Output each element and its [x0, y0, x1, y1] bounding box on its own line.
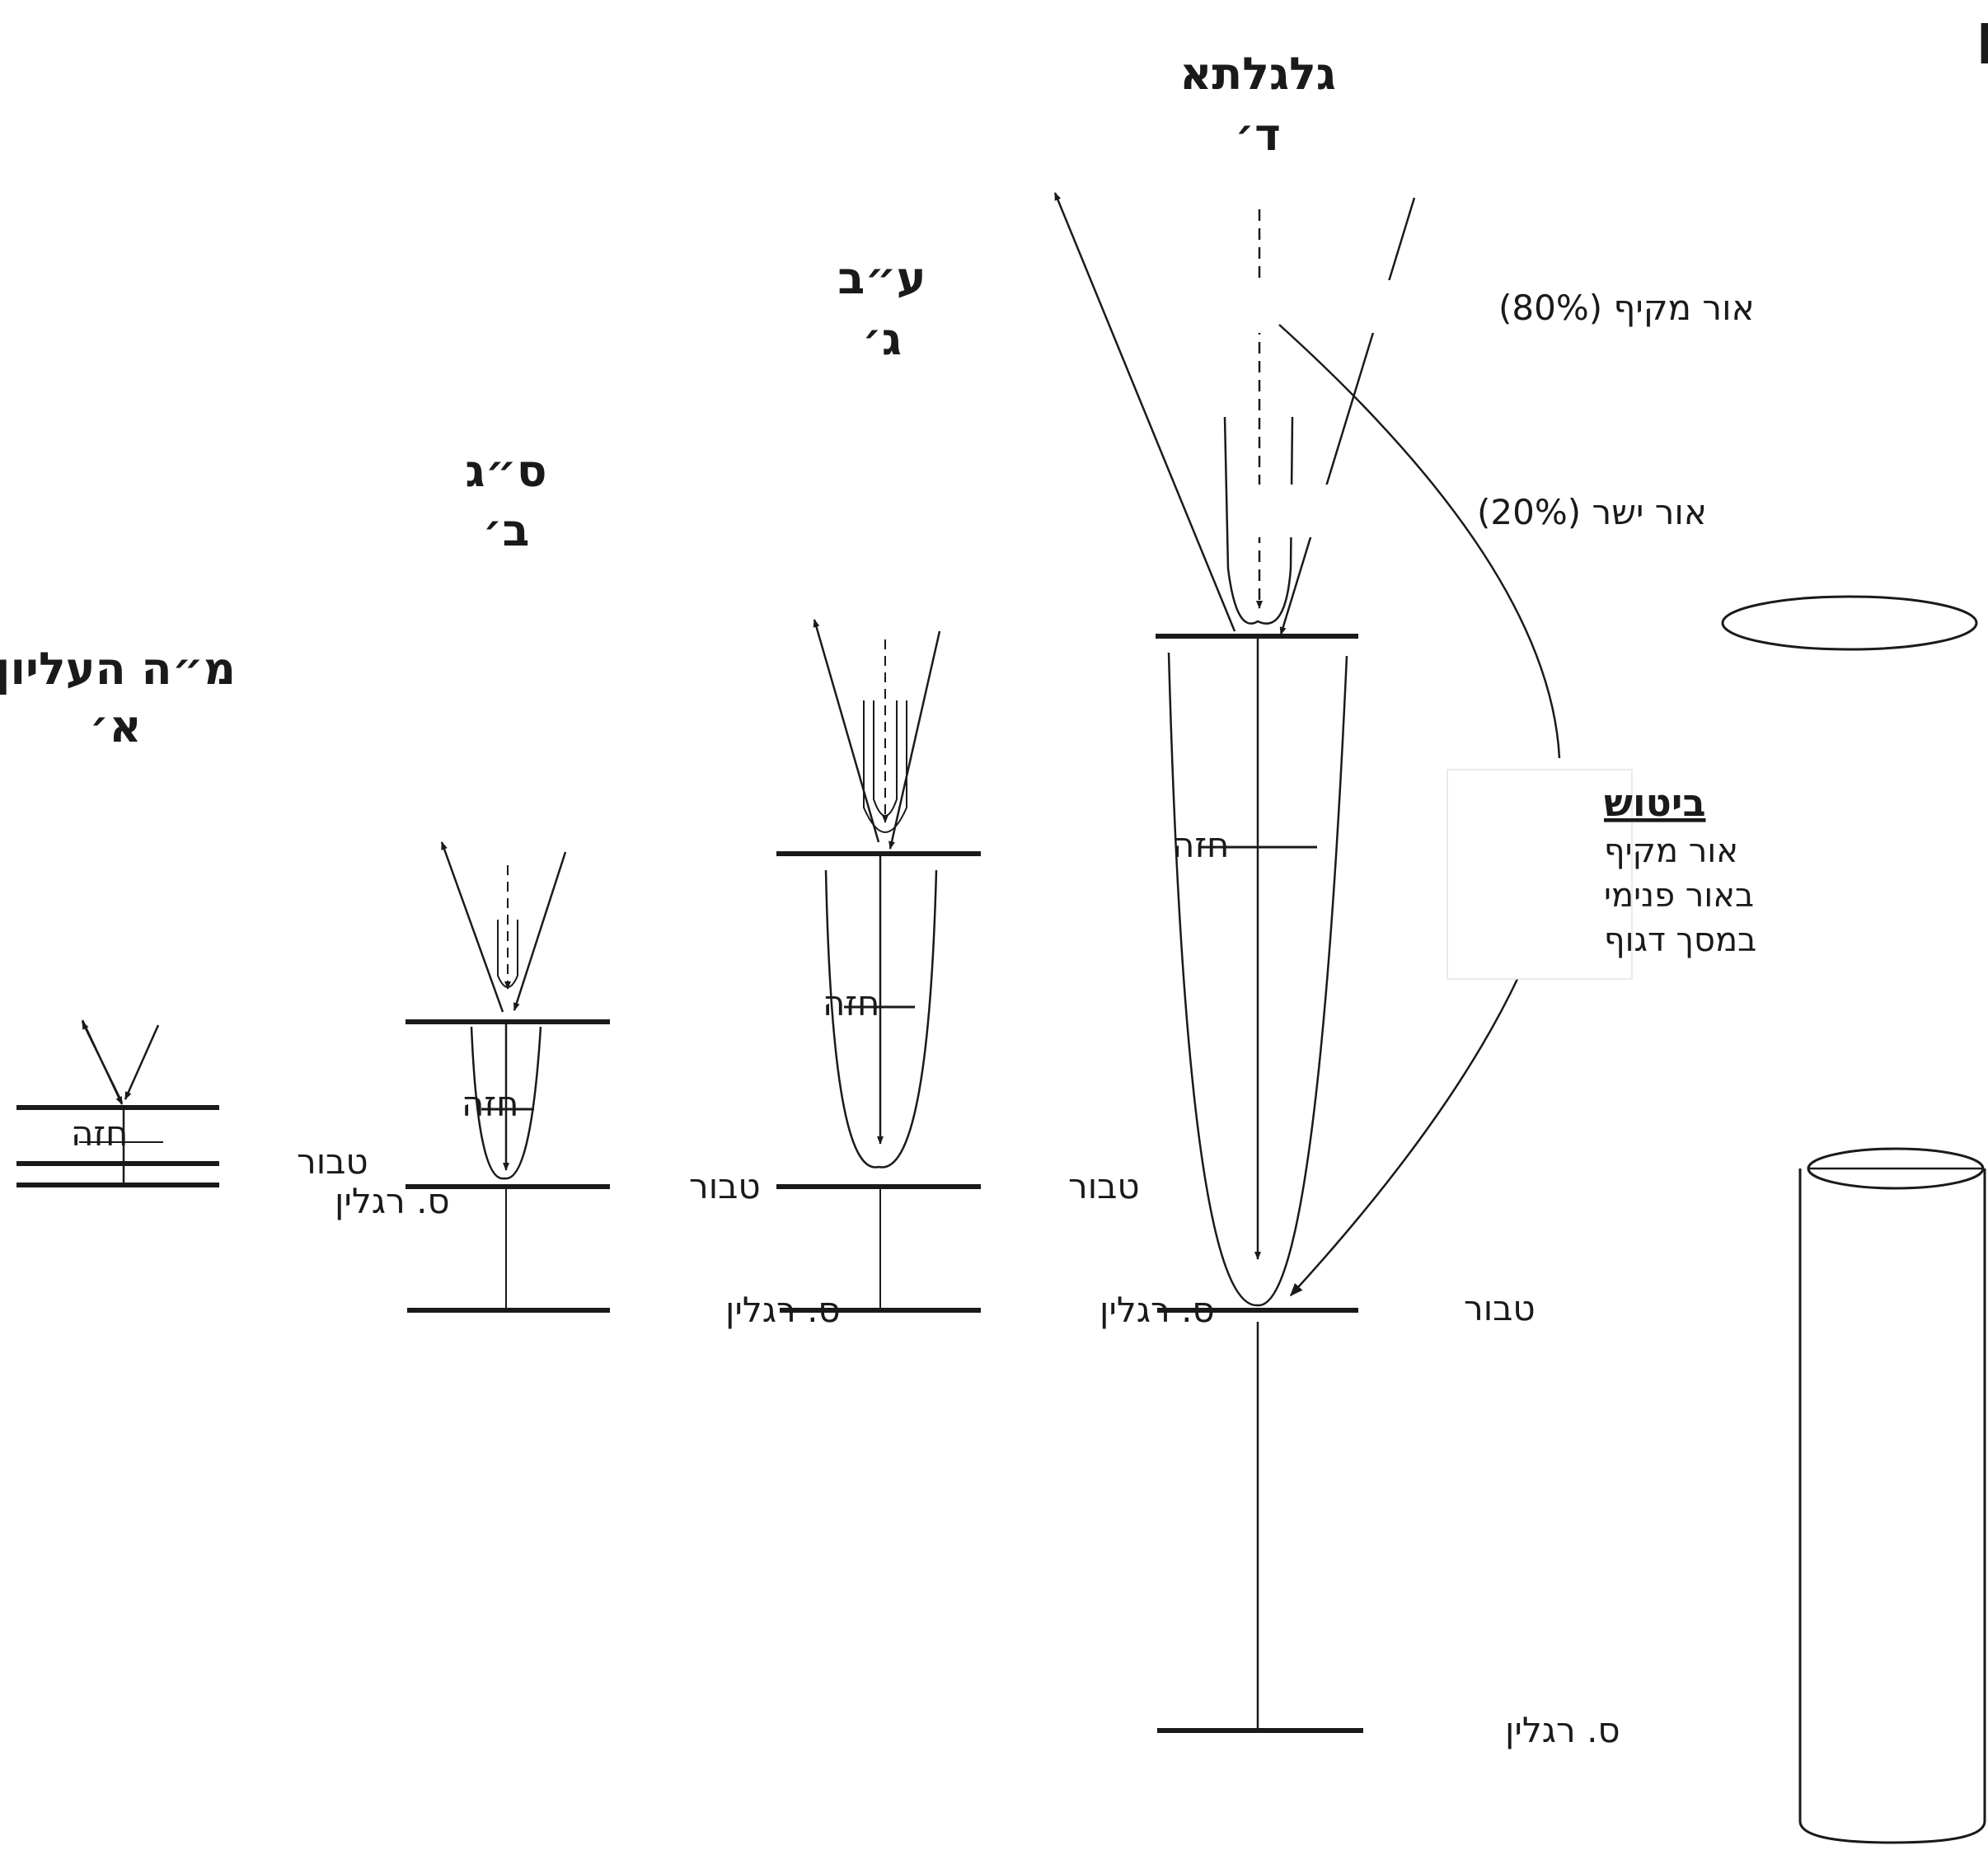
sium-raglin-label: ס. רגלין — [1505, 1710, 1620, 1750]
bitush-arrow — [1289, 977, 1520, 1297]
or-yashar-arrow — [513, 851, 567, 1011]
column-name: ע״ב — [837, 252, 926, 304]
or-makif-label: אור מקיף (80%) — [1498, 288, 1755, 328]
or-yashar-arrow — [889, 630, 941, 850]
chazeh-label: חזה — [1172, 825, 1229, 865]
or-yashar-arrow — [1279, 197, 1416, 635]
chazeh-label: חזה — [71, 1113, 128, 1154]
makif-u-curve-inner — [873, 700, 898, 817]
column-ma-haelyon: מ״ה העליון א׳ חזה טבור ס. רגלין — [0, 643, 450, 1221]
column-letter: א׳ — [89, 700, 141, 752]
column-letter: ב׳ — [483, 504, 530, 556]
bitush-curve-upper — [1278, 324, 1561, 759]
ellipse-shape — [1721, 595, 1978, 651]
cylinder-bottom — [1798, 1820, 1986, 1844]
or-yashar-arrow — [124, 1024, 160, 1100]
or-chozer-arrow — [440, 841, 504, 1013]
bitush-line-2: באור פנימי — [1604, 877, 1754, 915]
column-sag: ס״ג ב׳ חזה טבור ס. רגלין — [406, 445, 841, 1330]
tabur-label: טבור — [1464, 1288, 1536, 1328]
column-letter: ד׳ — [1235, 109, 1281, 161]
bitush-box — [1446, 769, 1633, 980]
tabur-label: טבור — [1068, 1166, 1140, 1206]
makif-u-curve — [1223, 416, 1294, 625]
bitush-title: ביטוש — [1604, 780, 1706, 825]
chazeh-label: חזה — [823, 983, 879, 1023]
cylinder-shape — [1798, 1147, 1986, 1844]
makif-u-curve-outer — [863, 700, 907, 833]
column-name: מ״ה העליון — [0, 643, 236, 695]
or-yashar-label: אור ישר (20%) — [1477, 492, 1707, 532]
chazeh-label: חזה — [462, 1084, 518, 1124]
column-galgalta: גלגלתא ד׳ חזה טבור ס. רגלין אור מקיף (80… — [1053, 48, 1756, 1750]
column-name: גלגלתא — [1179, 48, 1336, 100]
or-chozer-arrow — [813, 619, 880, 843]
or-chozer-arrow — [81, 1021, 124, 1103]
bitush-line-1: אור מקיף — [1604, 832, 1738, 870]
inner-light-vessel — [1167, 652, 1348, 1307]
or-makif-label-bg — [1258, 280, 1500, 333]
column-name: ס״ג — [465, 445, 546, 497]
or-yashar-label-bg — [1258, 485, 1480, 537]
or-chozer-arrow — [1053, 192, 1236, 632]
bitush-line-3: במסך דגוף — [1604, 921, 1756, 959]
tabur-label: טבור — [689, 1166, 761, 1206]
column-letter: ג׳ — [862, 313, 902, 365]
inner-light-vessel — [824, 869, 938, 1169]
tabur-label: טבור — [297, 1141, 368, 1182]
page-title: עולם אדם קדמון — [1976, 3, 1988, 63]
column-av: ע״ב ג׳ חזה טבור ס. רגלין — [776, 252, 1215, 1330]
makif-u-curve — [497, 920, 518, 988]
